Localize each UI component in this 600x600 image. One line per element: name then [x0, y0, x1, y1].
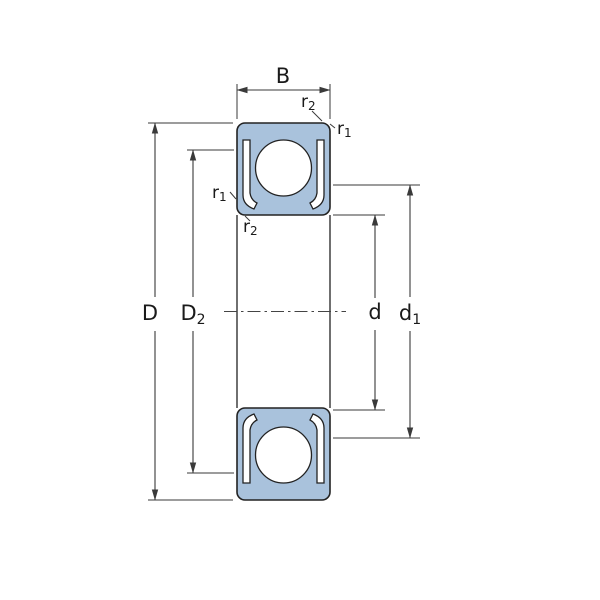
leader-line [311, 110, 323, 122]
ball [254, 139, 313, 197]
label-d: d [368, 300, 381, 324]
bearing-upper-section [236, 122, 331, 216]
label-D2: D2 [180, 301, 205, 328]
shield-left [242, 139, 258, 210]
fillet-labels: r2 r1 r1 r2 [212, 92, 352, 238]
dimension-d1: d1 [333, 184, 421, 439]
leader-line [229, 191, 237, 200]
leader-line [329, 123, 336, 129]
label-r2-top: r2 [301, 92, 316, 113]
label-r1-left: r1 [212, 183, 227, 204]
shield-right [309, 139, 325, 210]
label-B: B [276, 64, 290, 88]
label-r1-top: r1 [337, 119, 352, 140]
label-r2-left: r2 [243, 217, 258, 238]
dimension-B: B [236, 64, 331, 119]
dimension-D2: D2 [180, 149, 234, 474]
label-d1: d1 [399, 301, 421, 328]
dimension-d: d [333, 214, 385, 411]
label-D: D [142, 301, 158, 325]
bearing-lower-section [236, 407, 331, 501]
leader-line [244, 215, 251, 222]
dimension-D: D [142, 122, 233, 501]
